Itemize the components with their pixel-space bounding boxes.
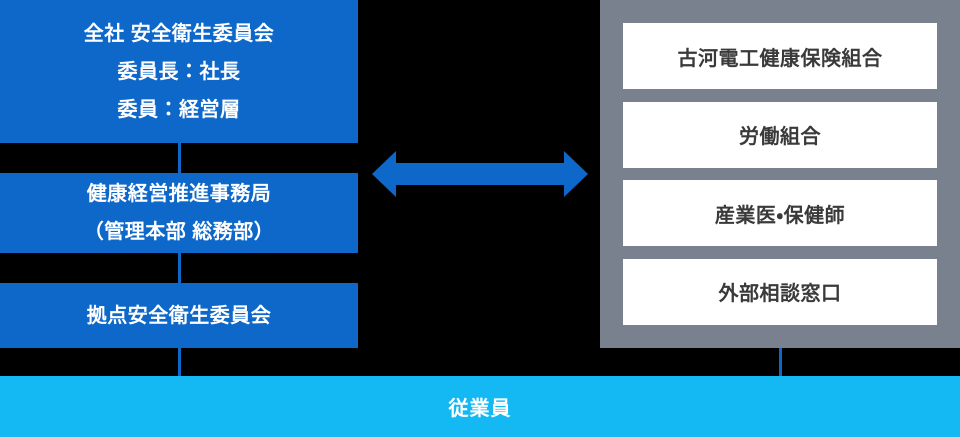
health-management-office-box: 健康経営推進事務局 （管理本部 総務部）	[0, 173, 358, 253]
bidirectional-arrow-icon	[372, 151, 588, 197]
company-safety-committee-box: 全社 安全衛生委員会 委員長：社長 委員：経営層	[0, 0, 358, 143]
labor-union-label: 労働組合	[739, 126, 821, 149]
labor-union-box: 労働組合	[623, 101, 937, 168]
employees-label: 従業員	[448, 398, 512, 420]
related-organizations-panel: 古河電工健康保険組合 労働組合 産業医・保健師 外部相談窓口	[600, 0, 960, 348]
connector-panel-to-employees	[779, 348, 782, 376]
connector-office-to-site	[178, 253, 181, 283]
external-consultation-label: 外部相談窓口	[718, 283, 842, 306]
site-safety-committee-box: 拠点安全衛生委員会	[0, 283, 358, 348]
health-insurance-union-box: 古河電工健康保険組合	[623, 23, 937, 89]
office-name-line: 健康経営推進事務局	[86, 183, 272, 205]
committee-title-line: 全社 安全衛生委員会	[83, 22, 275, 45]
occupational-physician-box: 産業医・保健師	[623, 180, 937, 247]
office-department-line: （管理本部 総務部）	[83, 221, 275, 243]
connector-site-to-employees	[178, 348, 181, 376]
committee-chairman-line: 委員長：社長	[117, 60, 241, 83]
employees-bar: 従業員	[0, 376, 960, 437]
health-insurance-union-label: 古河電工健康保険組合	[677, 47, 883, 70]
connector-committee-to-office	[178, 143, 181, 173]
occupational-physician-label: 産業医・保健師	[714, 204, 846, 227]
site-committee-label: 拠点安全衛生委員会	[86, 304, 272, 327]
committee-members-line: 委員：経営層	[117, 98, 241, 121]
external-consultation-box: 外部相談窓口	[623, 258, 937, 325]
